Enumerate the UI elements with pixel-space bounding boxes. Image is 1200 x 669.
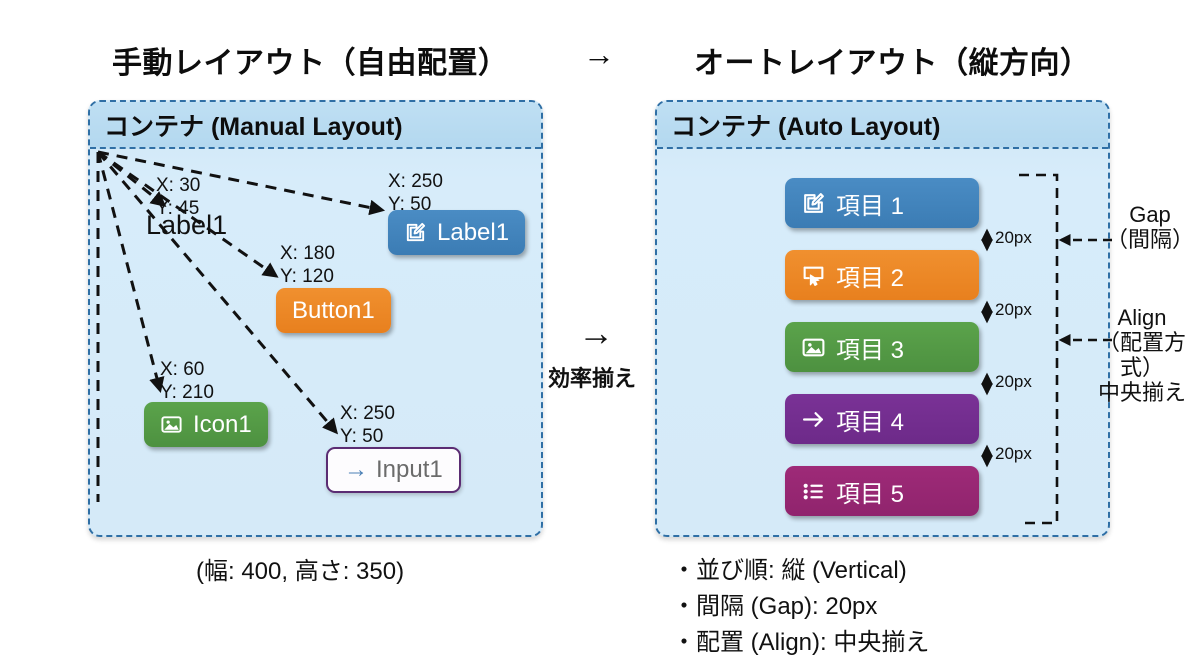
right-panel-title: オートレイアウト（縦方向） — [694, 47, 1091, 80]
gap-annotation: Gap （間隔） — [1106, 202, 1195, 252]
auto-item-5-label: 項目 5 — [836, 480, 905, 508]
list-bullet-icon — [801, 479, 826, 504]
arrow-right-icon — [801, 407, 826, 432]
widget-icon1-chip[interactable]: Icon1 — [144, 402, 268, 447]
spec-item-order: ・並び順: 縦 (Vertical) — [672, 557, 907, 584]
edit-square-icon — [801, 191, 826, 216]
widget-button1-chip[interactable]: Button1 — [276, 288, 391, 333]
left-panel-title: 手動レイアウト（自由配置） — [112, 47, 509, 80]
auto-layout-header-label: コンテナ (Auto Layout) — [671, 112, 941, 141]
widget-icon1-chip-text: Icon1 — [193, 410, 252, 438]
spec-item-align: ・配置 (Align): 中央揃え — [672, 629, 930, 656]
widget-label1-chip-text: Label1 — [437, 218, 510, 246]
auto-item-3-label: 項目 3 — [836, 336, 905, 364]
auto-item-2[interactable]: 項目 2 — [785, 250, 979, 300]
widget-input1-text: Input1 — [376, 456, 443, 483]
coord-label-4: X: 60 Y: 210 — [160, 359, 214, 403]
auto-layout-container: コンテナ (Auto Layout) 項目 1 項目 2 — [655, 100, 1112, 537]
manual-layout-header-label: コンテナ (Manual Layout) — [104, 112, 403, 141]
auto-item-4-label: 項目 4 — [836, 408, 905, 436]
gap-marker-1: 20px — [995, 228, 1032, 248]
auto-layout-header: コンテナ (Auto Layout) — [657, 102, 1108, 149]
transform-arrow-label: 効率揃え — [548, 366, 637, 391]
widget-input1-field[interactable]: → Input1 — [326, 447, 461, 493]
arrow-right-icon: → — [344, 456, 368, 483]
coord-label-2: X: 250 Y: 50 — [388, 171, 443, 215]
auto-item-4[interactable]: 項目 4 — [785, 394, 979, 444]
image-icon — [801, 335, 826, 360]
auto-item-1-label: 項目 1 — [836, 192, 905, 220]
gap-marker-1-text: 20px — [995, 228, 1032, 247]
gap-marker-4: 20px — [995, 444, 1032, 464]
widget-label1-text: Label1 — [146, 210, 228, 240]
auto-item-3[interactable]: 項目 3 — [785, 322, 979, 372]
gap-marker-3: 20px — [995, 372, 1032, 392]
auto-item-1[interactable]: 項目 1 — [785, 178, 979, 228]
gap-marker-4-text: 20px — [995, 444, 1032, 463]
manual-layout-container: コンテナ (Manual Layout) X: 30 Y: 45 Label1 — [88, 100, 543, 537]
cursor-click-icon — [801, 263, 826, 288]
transform-arrow-icon: → — [578, 312, 614, 353]
manual-layout-caption: (幅: 400, 高さ: 350) — [196, 558, 405, 585]
auto-item-2-label: 項目 2 — [836, 264, 905, 292]
title-arrow-icon: → — [583, 36, 615, 72]
coord-label-1: X: 30 Y: 45 — [156, 175, 201, 219]
image-icon — [160, 413, 183, 436]
align-annotation: Align （配置方式） 中央揃え — [1097, 305, 1186, 405]
coord-label-5: X: 250 Y: 50 — [340, 403, 395, 447]
coord-label-3: X: 180 Y: 120 — [280, 243, 335, 287]
auto-item-5[interactable]: 項目 5 — [785, 466, 979, 516]
widget-label1-chip[interactable]: Label1 — [388, 210, 526, 255]
widget-button1-chip-text: Button1 — [292, 296, 375, 324]
auto-layout-spec-list: ・並び順: 縦 (Vertical) ・間隔 (Gap): 20px ・配置 (… — [672, 553, 929, 661]
spec-item-gap: ・間隔 (Gap): 20px — [672, 593, 878, 620]
gap-marker-3-text: 20px — [995, 372, 1032, 391]
gap-marker-2-text: 20px — [995, 300, 1032, 319]
edit-square-icon — [404, 221, 427, 244]
manual-layout-header: コンテナ (Manual Layout) — [90, 102, 541, 149]
gap-marker-2: 20px — [995, 300, 1032, 320]
